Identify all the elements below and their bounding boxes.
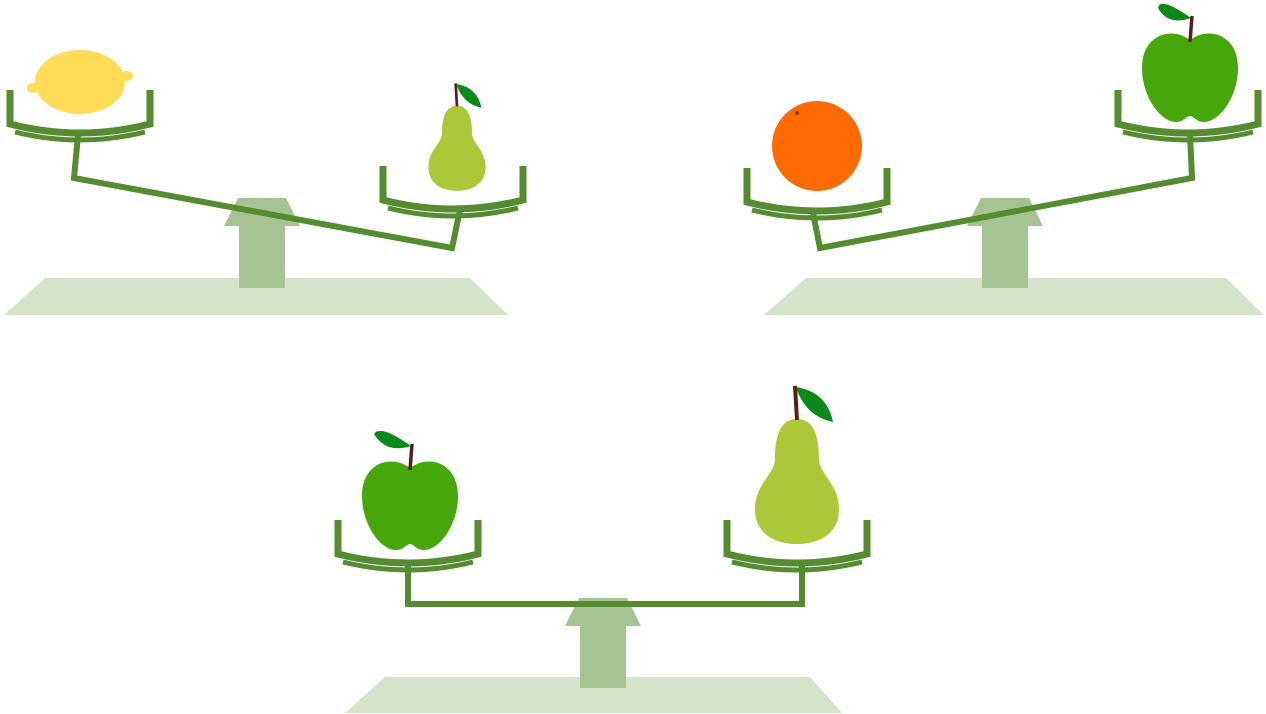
pear-icon <box>755 386 839 544</box>
orange-icon <box>772 101 862 191</box>
apple-icon <box>1142 4 1238 122</box>
scale-top-right <box>747 4 1264 315</box>
scale-bottom <box>338 386 867 713</box>
lemon-icon <box>27 50 133 114</box>
apple-icon <box>362 431 458 550</box>
pear-icon <box>428 83 485 190</box>
scale-pivot <box>565 598 641 688</box>
scale-top-left <box>4 50 523 315</box>
